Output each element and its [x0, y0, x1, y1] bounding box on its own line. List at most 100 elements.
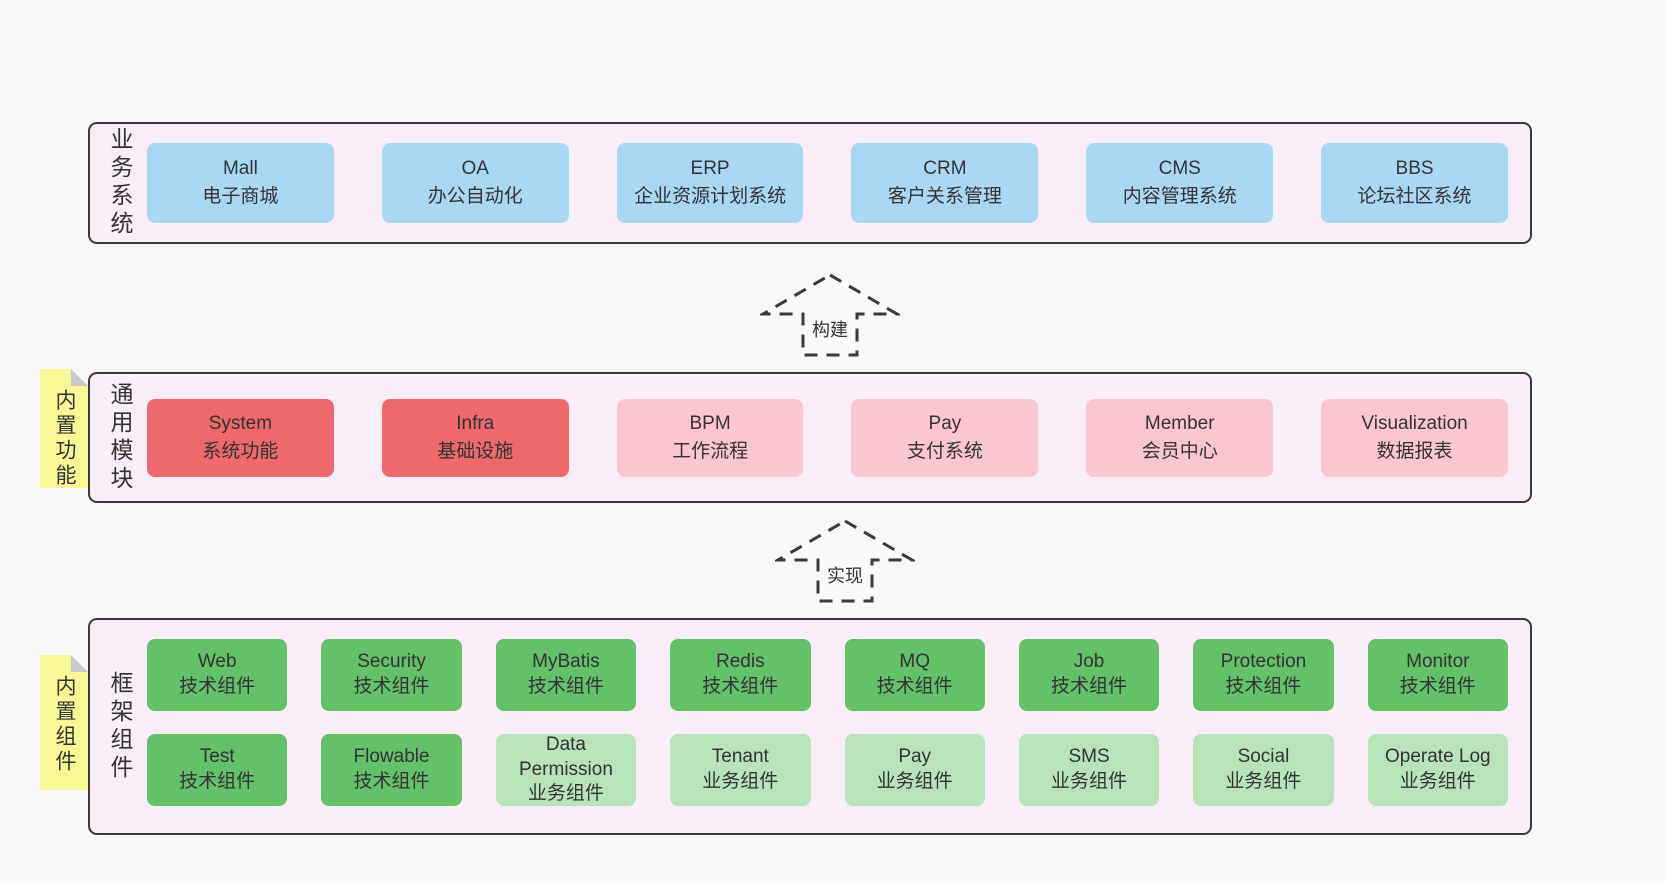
- box-subtitle: 技术组件: [179, 676, 256, 697]
- box-subtitle: 业务组件: [1225, 771, 1302, 792]
- box-subtitle: 业务组件: [876, 771, 953, 792]
- box-mq: MQ 技术组件: [844, 639, 985, 711]
- box-title: BPM: [689, 412, 731, 434]
- box-title: Social: [1237, 746, 1290, 768]
- box-subtitle: 客户关系管理: [887, 186, 1002, 207]
- box-title: Redis: [716, 651, 765, 673]
- box-title: CMS: [1158, 158, 1201, 180]
- box-title: Infra: [456, 412, 495, 434]
- box-title: MQ: [899, 651, 930, 673]
- layer-label: 业务系统: [107, 127, 133, 239]
- box-title: Member: [1144, 412, 1215, 434]
- box-subtitle: 内容管理系统: [1122, 186, 1237, 207]
- box-crm: CRM 客户关系管理: [851, 143, 1039, 223]
- box-subtitle: 业务组件: [702, 771, 779, 792]
- box-subtitle: 会员中心: [1141, 440, 1218, 462]
- layer-common-modules: 通用模块 System 系统功能 Infra 基础设施 BPM 工作流程 Pay…: [88, 372, 1532, 503]
- box-member: Member 会员中心: [1086, 398, 1274, 477]
- box-job: Job 技术组件: [1018, 639, 1160, 711]
- sticky-note-builtin-components: 内置组件: [40, 655, 88, 790]
- box-subtitle: 论坛社区系统: [1357, 186, 1472, 207]
- box-subtitle: 技术组件: [1399, 676, 1476, 697]
- box-subtitle: 技术组件: [876, 676, 953, 697]
- box-subtitle: 办公自动化: [427, 186, 523, 207]
- sticky-note-label: 内置组件: [53, 675, 76, 775]
- block-arrow-up-icon: [775, 519, 915, 603]
- box-monitor: Monitor 技术组件: [1367, 639, 1508, 711]
- box-cms: CMS 内容管理系统: [1086, 143, 1274, 223]
- box-redis: Redis 技术组件: [670, 639, 811, 711]
- layer-label: 通用模块: [107, 381, 133, 494]
- box-subtitle: 企业资源计划系统: [634, 186, 787, 207]
- box-data-permission: Data Permission 业务组件: [495, 733, 637, 806]
- box-title: OA: [461, 158, 489, 180]
- box-social: Social 业务组件: [1193, 734, 1334, 806]
- box-subtitle: 技术组件: [353, 676, 430, 697]
- component-row-2: Test 技术组件 Flowable 技术组件 Data Permission …: [147, 734, 1508, 806]
- arrow-label: 构建: [809, 316, 851, 342]
- box-mybatis: MyBatis 技术组件: [495, 639, 637, 711]
- box-mall: Mall 电子商城: [147, 143, 334, 223]
- arrow-implement: 实现: [775, 518, 915, 606]
- box-subtitle: 支付系统: [906, 440, 983, 462]
- box-title: Visualization: [1361, 412, 1468, 434]
- box-title: Operate Log: [1384, 746, 1491, 768]
- box-system: System 系统功能: [147, 398, 334, 477]
- box-subtitle: 技术组件: [527, 676, 604, 697]
- box-bpm: BPM 工作流程: [616, 398, 804, 477]
- box-bbs: BBS 论坛社区系统: [1321, 143, 1508, 223]
- box-subtitle: 基础设施: [437, 440, 514, 462]
- box-sms: SMS 业务组件: [1018, 734, 1160, 806]
- box-subtitle: 数据报表: [1376, 440, 1453, 462]
- box-protection: Protection 技术组件: [1193, 639, 1334, 711]
- sticky-note-label: 内置功能: [53, 389, 76, 489]
- block-arrow-up-icon: [760, 273, 900, 357]
- box-infra: Infra 基础设施: [381, 398, 569, 477]
- layer-framework-components: 框架组件 Web 技术组件 Security 技术组件 MyBatis 技术组件…: [88, 618, 1532, 835]
- box-title: BBS: [1395, 158, 1434, 180]
- box-subtitle: 技术组件: [1051, 676, 1128, 697]
- box-title: Data Permission: [518, 733, 613, 780]
- box-subtitle: 系统功能: [202, 440, 279, 462]
- box-subtitle: 业务组件: [1399, 771, 1476, 792]
- folded-corner-icon: [71, 369, 88, 386]
- folded-corner-icon: [71, 655, 88, 672]
- box-oa: OA 办公自动化: [381, 143, 569, 223]
- box-test: Test 技术组件: [147, 734, 288, 806]
- component-grid: Web 技术组件 Security 技术组件 MyBatis 技术组件 Redi…: [90, 620, 1530, 833]
- box-title: System: [208, 412, 273, 434]
- box-subtitle: 技术组件: [179, 771, 256, 792]
- box-subtitle: 电子商城: [202, 186, 279, 207]
- box-flowable: Flowable 技术组件: [321, 734, 462, 806]
- box-subtitle: 业务组件: [527, 783, 604, 805]
- box-erp: ERP 企业资源计划系统: [616, 143, 804, 223]
- box-pay: Pay 支付系统: [851, 398, 1039, 477]
- box-pay-biz: Pay 业务组件: [844, 734, 985, 806]
- module-box-row: System 系统功能 Infra 基础设施 BPM 工作流程 Pay 支付系统…: [90, 374, 1530, 501]
- box-tenant: Tenant 业务组件: [670, 734, 811, 806]
- box-title: Pay: [898, 746, 932, 768]
- box-subtitle: 技术组件: [1225, 676, 1302, 697]
- box-title: Security: [357, 651, 426, 673]
- box-title: Protection: [1220, 651, 1307, 673]
- box-title: Job: [1073, 651, 1105, 673]
- sticky-note-builtin-features: 内置功能: [40, 369, 88, 489]
- box-title: Monitor: [1406, 651, 1470, 673]
- box-title: Test: [199, 746, 235, 768]
- box-title: SMS: [1068, 746, 1110, 768]
- layer-label: 框架组件: [107, 670, 133, 783]
- box-title: Mall: [222, 158, 258, 180]
- box-visualization: Visualization 数据报表: [1321, 398, 1508, 477]
- box-title: Flowable: [353, 746, 430, 768]
- box-web: Web 技术组件: [147, 639, 288, 711]
- box-operate-log: Operate Log 业务组件: [1367, 734, 1508, 806]
- component-row-1: Web 技术组件 Security 技术组件 MyBatis 技术组件 Redi…: [147, 639, 1508, 711]
- box-subtitle: 业务组件: [1051, 771, 1128, 792]
- box-title: Tenant: [711, 746, 769, 768]
- box-subtitle: 工作流程: [672, 440, 749, 462]
- arrow-build: 构建: [760, 272, 900, 360]
- box-subtitle: 技术组件: [702, 676, 779, 697]
- box-subtitle: 技术组件: [353, 771, 430, 792]
- box-title: ERP: [690, 158, 730, 180]
- box-title: Pay: [928, 412, 962, 434]
